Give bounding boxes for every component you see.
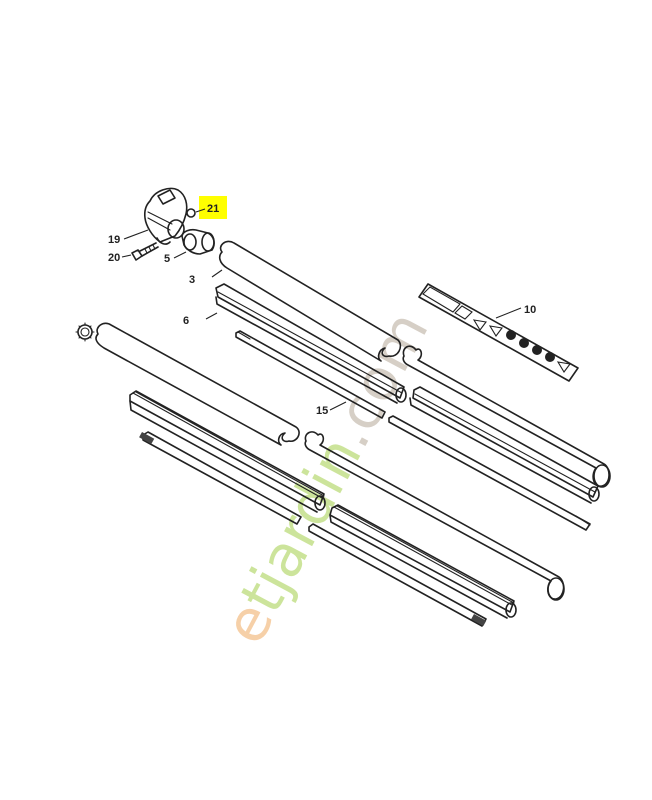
watermark: etjardin.com xyxy=(210,300,441,654)
part-10-label[interactable] xyxy=(418,283,579,382)
part-15-shaft-upper[interactable] xyxy=(235,330,386,419)
part-lock-washer[interactable] xyxy=(75,322,95,342)
label-part-21[interactable]: 21 xyxy=(207,203,219,215)
label-part-5[interactable]: 5 xyxy=(164,253,170,265)
label-part-3[interactable]: 3 xyxy=(189,274,195,286)
part-15-shaft-lower[interactable] xyxy=(388,415,591,531)
part-21-highlight xyxy=(199,196,227,219)
part-3-tube-upper[interactable] xyxy=(218,240,402,362)
lower-tube-left[interactable] xyxy=(95,322,300,446)
lower-tube-right[interactable] xyxy=(304,431,565,601)
label-part-6[interactable]: 6 xyxy=(183,315,189,327)
part-21-nut[interactable] xyxy=(186,208,196,218)
part-3-tube-lower[interactable] xyxy=(402,345,611,488)
part-20-screw[interactable] xyxy=(131,242,159,261)
part-5-bushing[interactable] xyxy=(181,228,215,255)
label-part-15[interactable]: 15 xyxy=(316,405,328,417)
lower-liner-left[interactable] xyxy=(129,390,326,513)
watermark-part-3: .com xyxy=(315,300,442,458)
part-6-liner-lower[interactable] xyxy=(409,386,600,504)
label-part-10[interactable]: 10 xyxy=(524,304,536,316)
lower-shaft-right[interactable] xyxy=(308,523,487,627)
part-6-liner-upper[interactable] xyxy=(215,283,407,404)
svg-text:etjardin.com: etjardin.com xyxy=(210,300,441,654)
label-part-19[interactable]: 19 xyxy=(108,234,120,246)
lower-shaft-left[interactable] xyxy=(139,431,302,525)
label-part-20[interactable]: 20 xyxy=(108,252,120,264)
watermark-part-2: tjardin xyxy=(227,426,375,623)
part-19-clamp[interactable] xyxy=(143,187,188,245)
lower-liner-right[interactable] xyxy=(329,504,517,619)
